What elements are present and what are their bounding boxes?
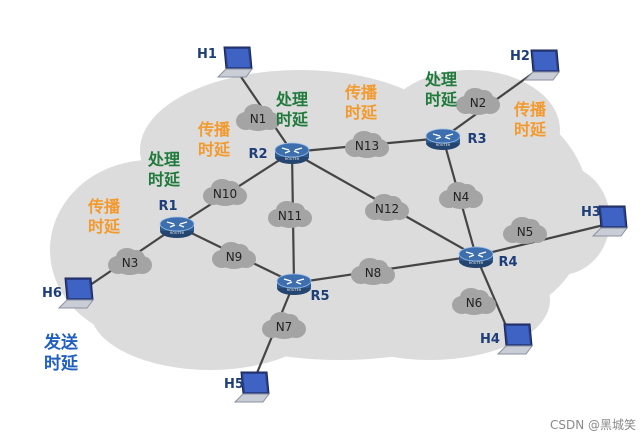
- router: ROUTER: [276, 273, 312, 295]
- network-cloud: N6: [452, 288, 496, 315]
- propagation-delay-label: 传播时延: [345, 83, 378, 122]
- propagation-delay-label: 传播时延: [198, 120, 231, 159]
- router-icon-text: ROUTER: [170, 231, 185, 235]
- router-arrows-icon: [283, 278, 305, 285]
- network-cloud: N12: [365, 194, 409, 221]
- processing-delay-label: 处理时延: [148, 150, 181, 189]
- router-arrows-icon: [166, 221, 188, 228]
- router: ROUTER: [458, 246, 494, 268]
- network-label: N9: [226, 250, 243, 264]
- network-label: N8: [365, 266, 382, 280]
- laptop-icon: [216, 46, 253, 78]
- host-label: H1: [197, 47, 217, 62]
- network-label: N7: [276, 320, 293, 334]
- network-label: N6: [466, 296, 483, 310]
- network-label: N2: [470, 96, 487, 110]
- laptop-icon: [57, 277, 94, 309]
- processing-delay-label: 处理时延: [276, 90, 309, 129]
- network-label: N10: [213, 187, 237, 201]
- network-label: N5: [517, 225, 534, 239]
- laptop-icon: [523, 49, 560, 81]
- router: ROUTER: [425, 128, 461, 150]
- network-cloud: N7: [262, 312, 306, 339]
- network-label: N1: [250, 112, 267, 126]
- network-label: N12: [375, 202, 399, 216]
- network-cloud: N8: [351, 258, 395, 285]
- laptop-icon: [496, 323, 533, 355]
- router-icon-text: ROUTER: [285, 157, 300, 161]
- processing-delay-label: 处理时延: [425, 70, 458, 109]
- network-cloud: N9: [212, 242, 256, 269]
- network-label: N4: [453, 190, 470, 204]
- router-label: R4: [498, 255, 517, 270]
- laptop-icon: [591, 205, 628, 237]
- network-cloud: N13: [345, 131, 389, 158]
- transmission-delay-label: 发送时延: [44, 333, 78, 374]
- router-label: R1: [158, 199, 177, 214]
- host-label: H6: [42, 286, 62, 301]
- router-label: R2: [248, 147, 267, 162]
- laptop-icon: [233, 371, 270, 403]
- network-cloud: N10: [203, 179, 247, 206]
- network-label: N11: [278, 209, 302, 223]
- router: ROUTER: [274, 142, 310, 164]
- network-label: N13: [355, 139, 379, 153]
- host-label: H3: [581, 205, 601, 220]
- host-label: H2: [510, 49, 530, 64]
- propagation-delay-label: 传播时延: [514, 100, 547, 139]
- router-icon-text: ROUTER: [436, 143, 451, 147]
- network-cloud: N1: [236, 104, 280, 131]
- router-arrows-icon: [432, 133, 454, 140]
- router-icon-text: ROUTER: [469, 261, 484, 265]
- network-cloud: N11: [268, 201, 312, 228]
- host-label: H4: [480, 332, 500, 347]
- router: ROUTER: [159, 216, 195, 238]
- network-label: N3: [122, 256, 139, 270]
- router-label: R3: [467, 132, 486, 147]
- network-cloud: N2: [456, 88, 500, 115]
- network-cloud: N3: [108, 248, 152, 275]
- propagation-delay-label: 传播时延: [88, 197, 121, 236]
- network-cloud: N4: [439, 182, 483, 209]
- host-label: H5: [224, 377, 244, 392]
- network-cloud: N5: [503, 217, 547, 244]
- router-arrows-icon: [465, 251, 487, 258]
- router-icon-text: ROUTER: [287, 288, 302, 292]
- router-label: R5: [310, 289, 329, 304]
- router-arrows-icon: [281, 147, 303, 154]
- watermark: CSDN @黑城笑: [549, 418, 636, 432]
